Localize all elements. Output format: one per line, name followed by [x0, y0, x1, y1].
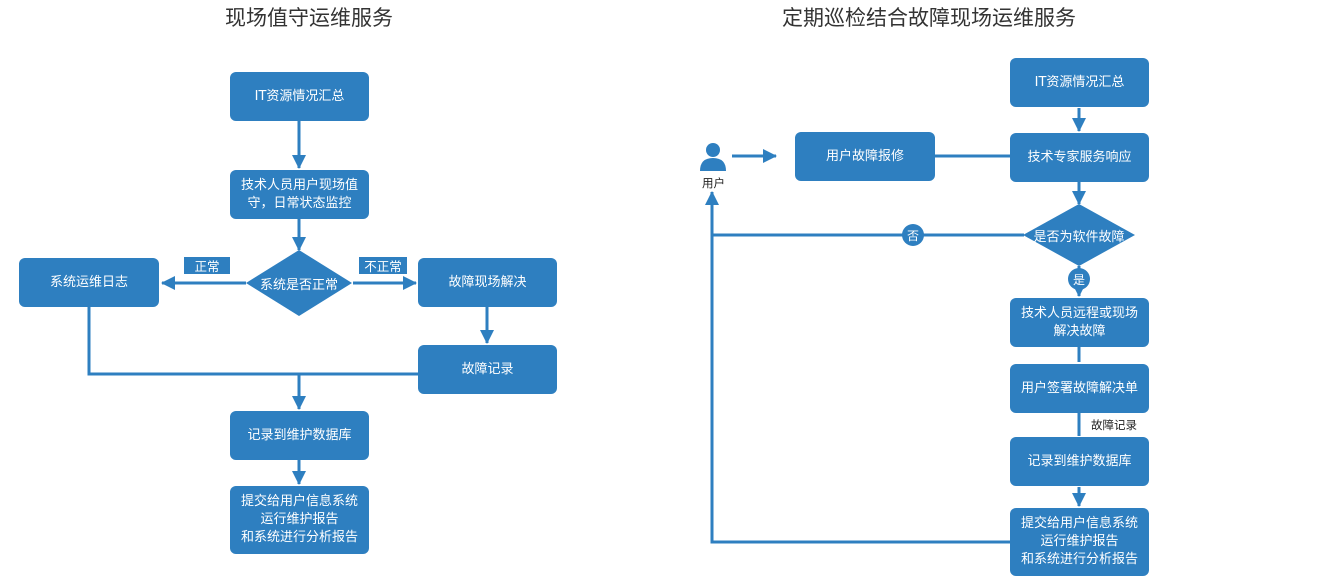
- right-decision-label: 是否为软件故障: [1033, 229, 1125, 245]
- user-label: 用户: [702, 176, 725, 190]
- right-diagram-title: 定期巡检结合故障现场运维服务: [782, 6, 1076, 30]
- left-abnormal-tag: 不正常: [359, 257, 407, 274]
- right-fault-record-label: 故障记录: [1091, 418, 1137, 432]
- right-record-db-box: 记录到维护数据库: [1010, 437, 1149, 486]
- left-fault-record-box: 故障记录: [418, 345, 557, 394]
- left-decision-label: 系统是否正常: [259, 277, 338, 293]
- right-user-report-box: 用户故障报修: [795, 132, 935, 181]
- right-expert-response-box: 技术专家服务响应: [1010, 133, 1149, 182]
- right-no-circle: 否: [902, 224, 924, 246]
- left-onsite-duty-box: 技术人员用户现场值 守，日常状态监控: [230, 170, 369, 219]
- left-submit-report-box: 提交给用户信息系统 运行维护报告 和系统进行分析报告: [230, 486, 369, 554]
- right-it-summary-box: IT资源情况汇总: [1010, 58, 1149, 107]
- left-normal-tag: 正常: [184, 257, 230, 274]
- right-yes-circle: 是: [1068, 268, 1090, 290]
- right-user-sign-box: 用户签署故障解决单: [1010, 364, 1149, 413]
- left-ops-log-box: 系统运维日志: [19, 258, 159, 307]
- right-remote-resolve-box: 技术人员远程或现场 解决故障: [1010, 298, 1149, 347]
- left-it-summary-box: IT资源情况汇总: [230, 72, 369, 121]
- left-record-db-box: 记录到维护数据库: [230, 411, 369, 460]
- left-onsite-resolve-box: 故障现场解决: [418, 258, 557, 307]
- right-no-path: [705, 191, 1024, 237]
- user-icon: [700, 143, 726, 171]
- right-report-loop: [710, 235, 1010, 544]
- left-log-merge: [87, 307, 299, 376]
- right-decision-diamond: [1023, 204, 1135, 266]
- right-submit-report-box: 提交给用户信息系统 运行维护报告 和系统进行分析报告: [1010, 508, 1149, 576]
- left-decision-diamond: [246, 250, 352, 316]
- left-diagram-title: 现场值守运维服务: [225, 6, 393, 30]
